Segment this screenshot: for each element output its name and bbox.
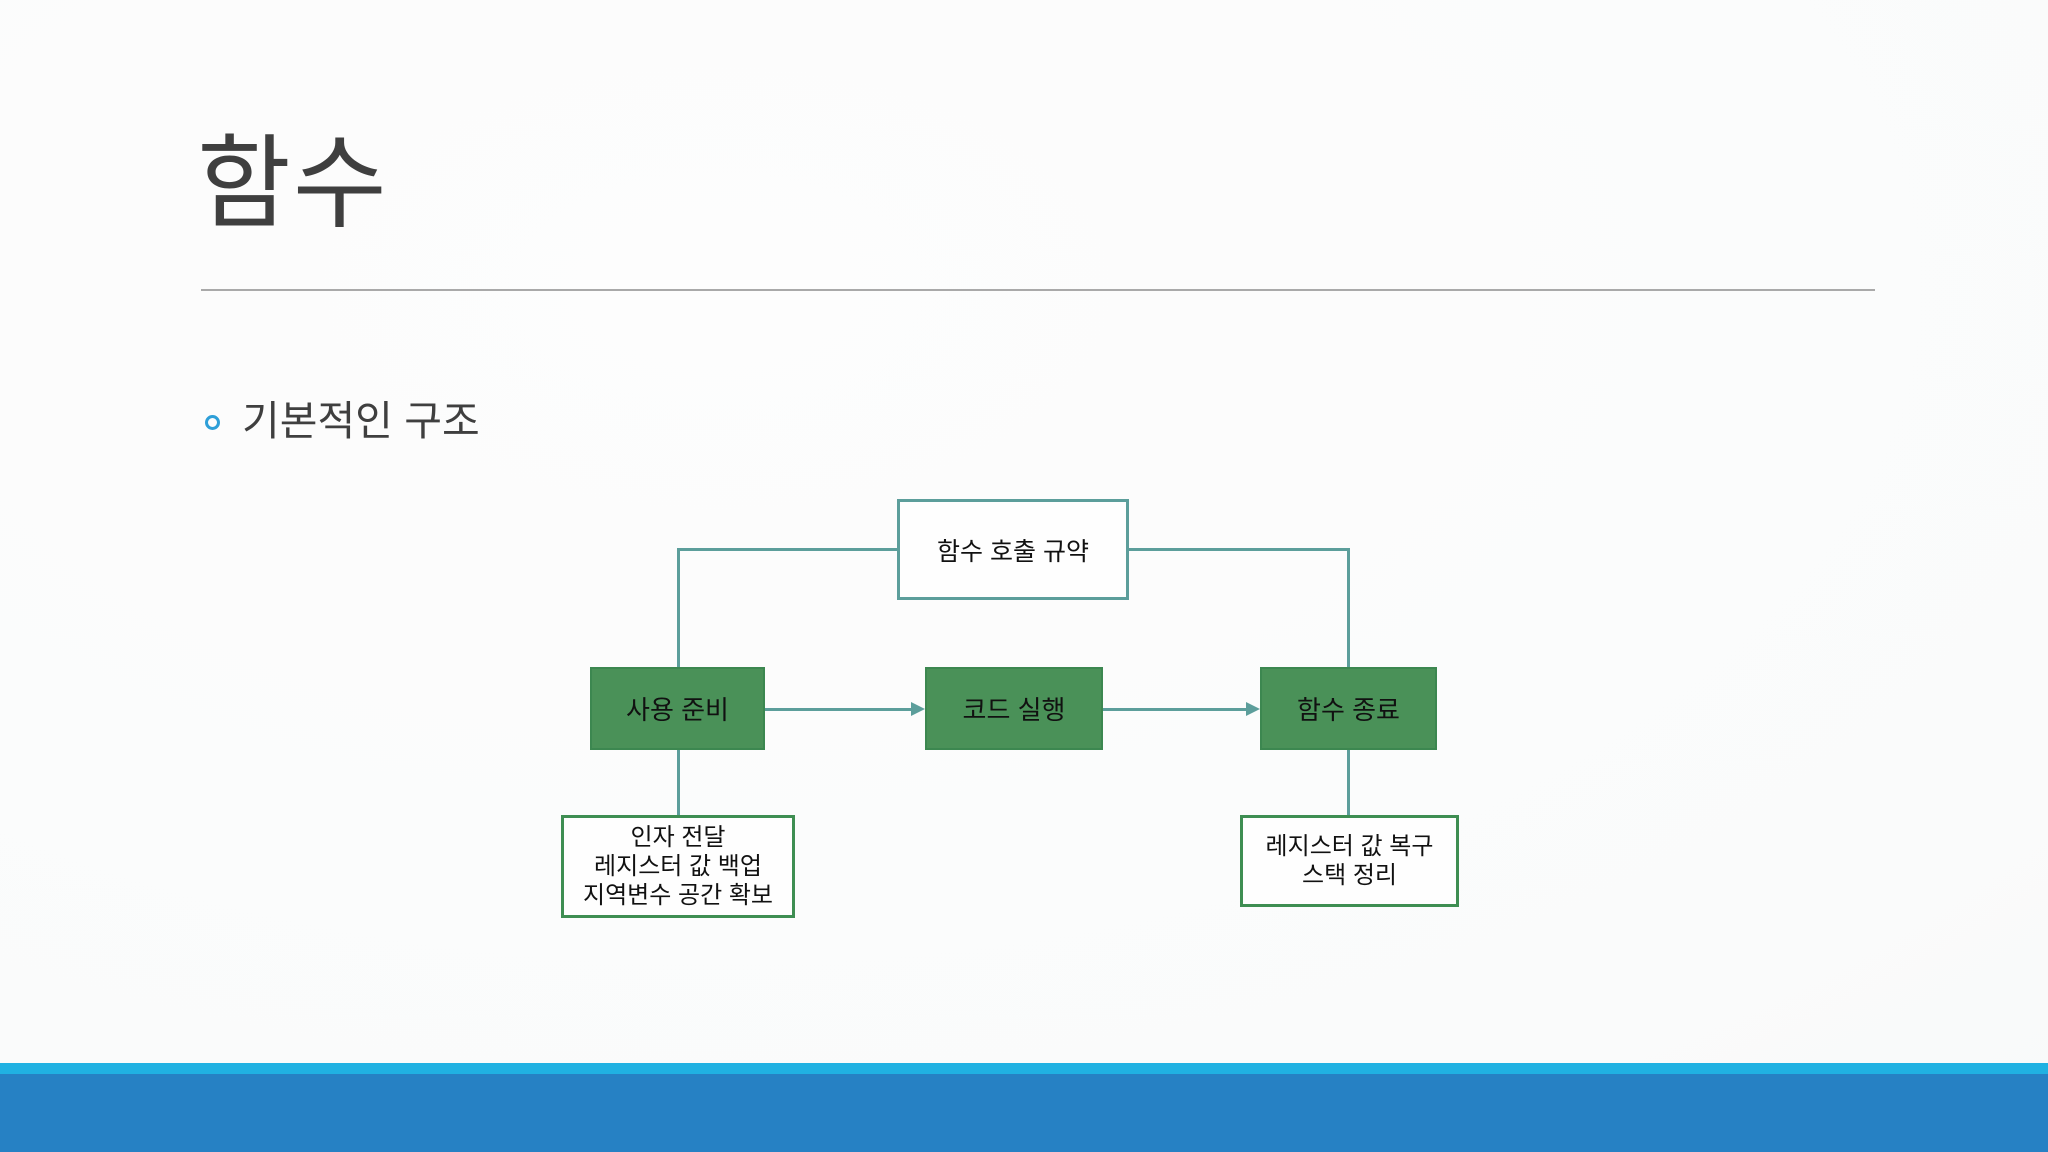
arrow-execute-to-end-line bbox=[1103, 708, 1246, 711]
connector-topbox-to-prepare-vertical bbox=[677, 548, 680, 667]
note-end-details: 레지스터 값 복구 스택 정리 bbox=[1240, 815, 1459, 907]
box-step-execute: 코드 실행 bbox=[925, 667, 1103, 750]
footer-bar bbox=[0, 1074, 2048, 1152]
bullet-item: 기본적인 구조 bbox=[205, 396, 480, 448]
box-step-end: 함수 종료 bbox=[1260, 667, 1437, 750]
note-line: 인자 전달 bbox=[630, 824, 726, 851]
box-step-prepare: 사용 준비 bbox=[590, 667, 765, 750]
page-title: 함수 bbox=[197, 127, 389, 241]
box-function-call-convention: 함수 호출 규약 bbox=[897, 499, 1129, 600]
note-line: 지역변수 공간 확보 bbox=[583, 882, 773, 909]
connector-topbox-to-end-vertical bbox=[1347, 548, 1350, 667]
arrow-right-icon bbox=[911, 702, 925, 716]
connector-topbox-to-prepare-horizontal bbox=[678, 548, 897, 551]
note-line: 레지스터 값 백업 bbox=[594, 853, 762, 880]
title-underline bbox=[201, 289, 1875, 291]
note-line: 레지스터 값 복구 bbox=[1265, 833, 1434, 860]
connector-end-to-note bbox=[1347, 750, 1350, 815]
arrow-right-icon bbox=[1246, 702, 1260, 716]
arrow-prepare-to-execute-line bbox=[765, 708, 911, 711]
note-prepare-details: 인자 전달 레지스터 값 백업 지역변수 공간 확보 bbox=[561, 815, 795, 918]
bullet-circle-icon bbox=[205, 414, 220, 430]
connector-topbox-to-end-horizontal bbox=[1129, 548, 1348, 551]
connector-prepare-to-note bbox=[677, 750, 680, 815]
footer-accent-bar bbox=[0, 1063, 2048, 1074]
bullet-text: 기본적인 구조 bbox=[242, 398, 480, 445]
note-line: 스택 정리 bbox=[1302, 862, 1397, 889]
